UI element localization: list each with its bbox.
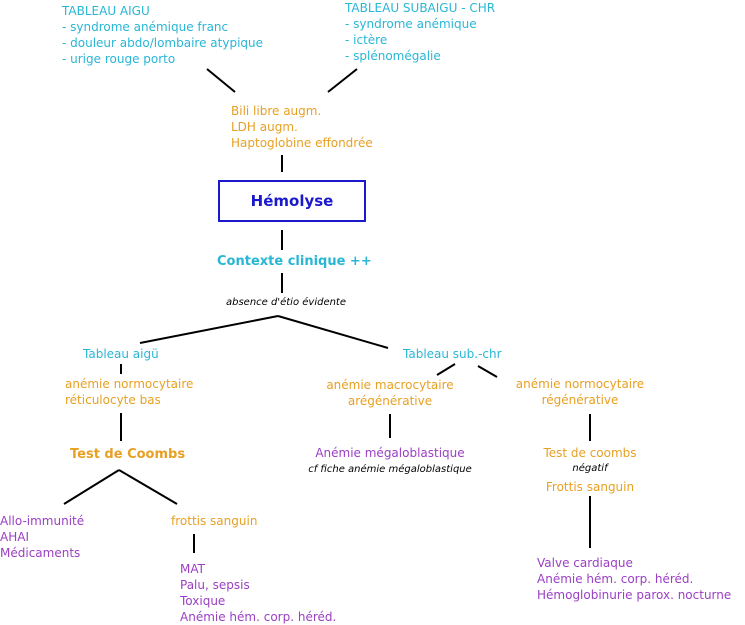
normo-desc-line: anémie normocytaire: [515, 377, 645, 391]
bio-ldh: LDH augm.: [231, 120, 298, 134]
megalo-note: cf fiche anémie mégaloblastique: [308, 464, 472, 475]
frottis-cause: Palu, sepsis: [180, 578, 250, 592]
tableau-subaigu-item: - syndrome anémique: [345, 17, 477, 31]
tableau-subaigu-title: TABLEAU SUBAIGU - CHR: [345, 1, 496, 15]
tableau-aigu-item: - syndrome anémique franc: [62, 20, 229, 34]
macro-desc-line: anémie macrocytaire: [326, 378, 454, 392]
line-subaigu-to-bio: [327, 68, 358, 93]
tableau-subaigu-item: - splénomégalie: [345, 49, 441, 63]
right-cause: Hémoglobinurie parox. nocturne: [537, 588, 732, 602]
bio-bili: Bili libre augm.: [231, 104, 322, 118]
frottis-cause: Toxique: [180, 594, 226, 608]
normo-desc-line: régénérative: [541, 393, 619, 407]
tableau-aigu-item: - douleur abdo/lombaire atypique: [62, 36, 264, 50]
tableau-subaigu-item: - ictère: [345, 33, 388, 47]
line-right-to-normo: [477, 365, 498, 378]
contexte-clinique: Contexte clinique ++: [217, 254, 372, 269]
tableau-subchr-label: Tableau sub.-chr: [403, 347, 502, 361]
frottis-cause: Anémie hém. corp. héréd.: [180, 610, 337, 624]
left-cause: Allo-immunité: [0, 514, 85, 528]
line-right-to-macro: [436, 363, 456, 376]
hemolyse-box: Hémolyse: [218, 180, 366, 222]
left-frottis: frottis sanguin: [171, 514, 258, 528]
bio-haptoglobine: Haptoglobine effondrée: [231, 136, 373, 150]
left-desc-line: anémie normocytaire: [65, 377, 194, 391]
left-desc-line: réticulocyte bas: [65, 393, 161, 407]
absence-etio: absence d'étio évidente: [226, 297, 347, 308]
line-coombs-to-frottis: [118, 469, 178, 505]
right-cause: Anémie hém. corp. héréd.: [537, 572, 694, 586]
coombs-negatif: négatif: [572, 463, 608, 474]
right-cause: Valve cardiaque: [537, 556, 633, 570]
tableau-aigu-label: Tableau aigü: [83, 347, 159, 361]
right-test-coombs: Test de coombs: [543, 446, 637, 460]
macro-desc-line: arégénérative: [347, 394, 433, 408]
anemie-megaloblastique: Anémie mégaloblastique: [315, 446, 465, 460]
frottis-cause: MAT: [180, 562, 205, 576]
tableau-aigu-title: TABLEAU AIGU: [62, 4, 150, 18]
line-coombs-to-causes: [63, 469, 120, 505]
line-to-right-branch: [277, 315, 389, 349]
hemolyse-label: Hémolyse: [250, 192, 334, 210]
tableau-aigu-item: - urige rouge porto: [62, 52, 176, 66]
left-cause: Médicaments: [0, 546, 81, 560]
line-to-left-branch: [139, 315, 279, 344]
test-coombs: Test de Coombs: [70, 447, 186, 462]
left-cause: AHAI: [0, 530, 29, 544]
right-frottis: Frottis sanguin: [545, 480, 635, 494]
line-aigu-to-bio: [206, 68, 236, 93]
